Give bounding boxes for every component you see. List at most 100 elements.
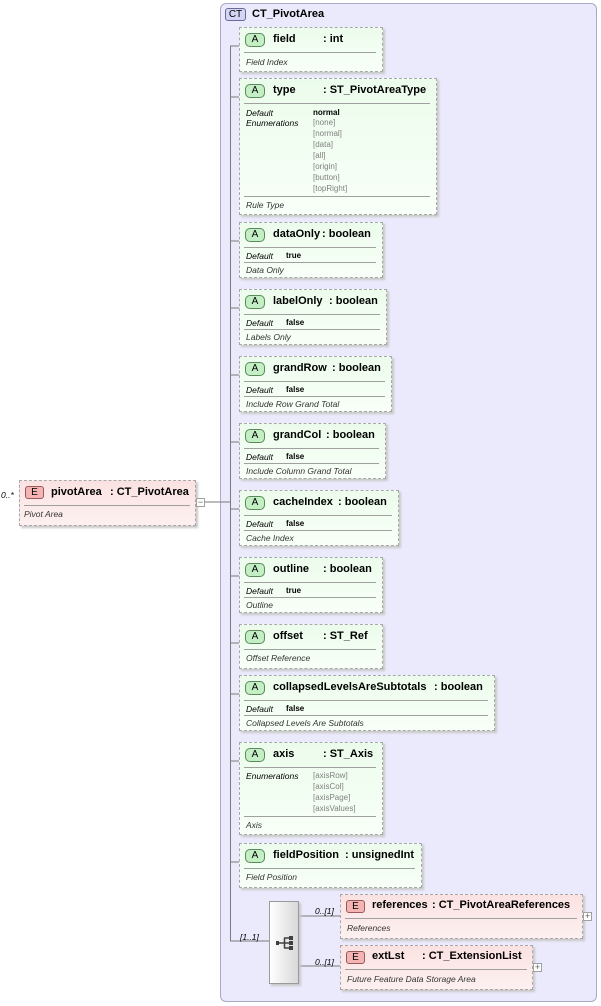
attribute-tag: A bbox=[245, 84, 265, 98]
attribute-offset[interactable]: A offset : ST_Ref Offset Reference bbox=[239, 624, 383, 669]
attribute-doc: Data Only bbox=[246, 265, 284, 275]
attribute-field[interactable]: A field : int Field Index bbox=[239, 27, 383, 72]
default-value: false bbox=[286, 519, 305, 528]
attribute-name: cacheIndex bbox=[273, 496, 333, 508]
attribute-tag: A bbox=[245, 295, 265, 309]
enumerations-label: Enumerations bbox=[246, 771, 299, 781]
attribute-name: grandRow bbox=[273, 362, 327, 374]
attribute-type: : boolean bbox=[322, 228, 371, 240]
child-cardinality: 0..[1] bbox=[315, 906, 334, 916]
attribute-type[interactable]: A type : ST_PivotAreaType Default normal… bbox=[239, 78, 437, 215]
attribute-labelOnly[interactable]: A labelOnly : boolean Default false Labe… bbox=[239, 289, 387, 345]
enum-value: [button] bbox=[313, 173, 340, 182]
enum-value: [axisPage] bbox=[313, 793, 351, 802]
expand-toggle[interactable]: + bbox=[533, 962, 542, 972]
collapse-toggle[interactable]: − bbox=[196, 497, 205, 507]
sequence-cardinality: [1..1] bbox=[240, 932, 259, 942]
attribute-separator bbox=[244, 515, 392, 516]
default-label: Default bbox=[246, 318, 273, 328]
attribute-type: : boolean bbox=[329, 295, 378, 307]
attribute-grandCol[interactable]: A grandCol : boolean Default false Inclu… bbox=[239, 423, 386, 479]
element-tag: E bbox=[25, 486, 44, 499]
attribute-doc: Include Row Grand Total bbox=[246, 399, 340, 409]
attribute-type: : boolean bbox=[323, 563, 372, 575]
enum-value: [axisCol] bbox=[313, 782, 344, 791]
attribute-doc: Collapsed Levels Are Subtotals bbox=[246, 718, 364, 728]
enum-value: [axisValues] bbox=[313, 804, 356, 813]
attribute-doc: Offset Reference bbox=[246, 653, 311, 663]
default-label: Default bbox=[246, 586, 273, 596]
default-value: false bbox=[286, 704, 305, 713]
enumerations-label: Enumerations bbox=[246, 118, 299, 128]
default-label: Default bbox=[246, 452, 273, 462]
enum-value: [normal] bbox=[313, 129, 342, 138]
default-value: true bbox=[286, 586, 302, 595]
child-cardinality: 0..[1] bbox=[315, 957, 334, 967]
attribute-name: dataOnly bbox=[273, 228, 321, 240]
attribute-name: field bbox=[273, 33, 296, 45]
attribute-doc: Rule Type bbox=[246, 200, 285, 210]
attribute-tag: A bbox=[245, 748, 265, 762]
attribute-separator bbox=[244, 448, 379, 449]
default-label: Default bbox=[246, 251, 273, 261]
attribute-outline[interactable]: A outline : boolean Default true Outline bbox=[239, 557, 383, 613]
default-label: Default bbox=[246, 519, 273, 529]
attribute-tag: A bbox=[245, 630, 265, 644]
attribute-type: : ST_PivotAreaType bbox=[323, 84, 427, 96]
attribute-separator bbox=[244, 715, 488, 716]
attribute-separator bbox=[244, 700, 488, 701]
attribute-collapsedLevelsAreSubtotals[interactable]: A collapsedLevelsAreSubtotals : boolean … bbox=[239, 675, 495, 731]
attribute-axis[interactable]: A axis : ST_Axis Enumerations [axisRow] … bbox=[239, 742, 383, 835]
attribute-separator bbox=[244, 247, 376, 248]
attribute-separator bbox=[244, 329, 380, 330]
enum-value: [all] bbox=[313, 151, 326, 160]
default-value: true bbox=[286, 251, 302, 260]
element-name: pivotArea bbox=[51, 486, 102, 498]
attribute-cacheIndex[interactable]: A cacheIndex : boolean Default false Cac… bbox=[239, 490, 399, 546]
attribute-separator bbox=[244, 314, 380, 315]
enum-value: [topRight] bbox=[313, 184, 348, 193]
element-cardinality: 0..* bbox=[1, 490, 14, 500]
expand-toggle[interactable]: + bbox=[583, 911, 592, 921]
attribute-type: : boolean bbox=[332, 362, 381, 374]
default-label: Default bbox=[246, 704, 273, 714]
element-doc: Future Feature Data Storage Area bbox=[347, 974, 476, 984]
attribute-doc: Include Column Grand Total bbox=[246, 466, 352, 476]
attribute-type: : ST_Ref bbox=[323, 630, 368, 642]
enum-value: [data] bbox=[313, 140, 334, 149]
element-separator bbox=[345, 918, 577, 919]
element-pivotArea-box[interactable]: E pivotArea : CT_PivotArea Pivot Area bbox=[19, 480, 196, 526]
attribute-grandRow[interactable]: A grandRow : boolean Default false Inclu… bbox=[239, 356, 392, 412]
element-separator bbox=[345, 969, 527, 970]
sequence-icon bbox=[276, 936, 293, 950]
attribute-doc: Cache Index bbox=[246, 533, 294, 543]
attribute-doc: Field Position bbox=[246, 872, 298, 882]
default-value: false bbox=[286, 452, 305, 461]
attribute-type: : ST_Axis bbox=[323, 748, 374, 760]
attribute-separator bbox=[244, 196, 430, 197]
attribute-separator bbox=[244, 381, 385, 382]
element-extLst-box[interactable]: E extLst : CT_ExtensionList Future Featu… bbox=[340, 945, 533, 990]
element-type: : CT_PivotAreaReferences bbox=[432, 899, 571, 911]
attribute-tag: A bbox=[245, 362, 265, 376]
attribute-type: : int bbox=[323, 33, 344, 45]
attribute-tag: A bbox=[245, 681, 265, 695]
attribute-dataOnly[interactable]: A dataOnly : boolean Default true Data O… bbox=[239, 222, 383, 278]
element-tag: E bbox=[346, 951, 365, 964]
attribute-separator bbox=[244, 868, 415, 869]
enum-value: [origin] bbox=[313, 162, 338, 171]
attribute-fieldPosition[interactable]: A fieldPosition : unsignedInt Field Posi… bbox=[239, 843, 422, 888]
enum-value: [none] bbox=[313, 118, 336, 127]
attribute-separator bbox=[244, 396, 385, 397]
default-value: false bbox=[286, 318, 305, 327]
attribute-separator bbox=[244, 597, 376, 598]
attribute-doc: Outline bbox=[246, 600, 273, 610]
element-separator bbox=[24, 505, 190, 506]
sequence-compositor[interactable] bbox=[269, 901, 299, 984]
attribute-name: collapsedLevelsAreSubtotals bbox=[273, 681, 427, 693]
attribute-separator bbox=[244, 530, 392, 531]
element-references-box[interactable]: E references : CT_PivotAreaReferences Re… bbox=[340, 894, 583, 939]
attribute-doc: Field Index bbox=[246, 57, 288, 67]
attribute-type: : boolean bbox=[434, 681, 483, 693]
default-label: Default bbox=[246, 108, 273, 118]
